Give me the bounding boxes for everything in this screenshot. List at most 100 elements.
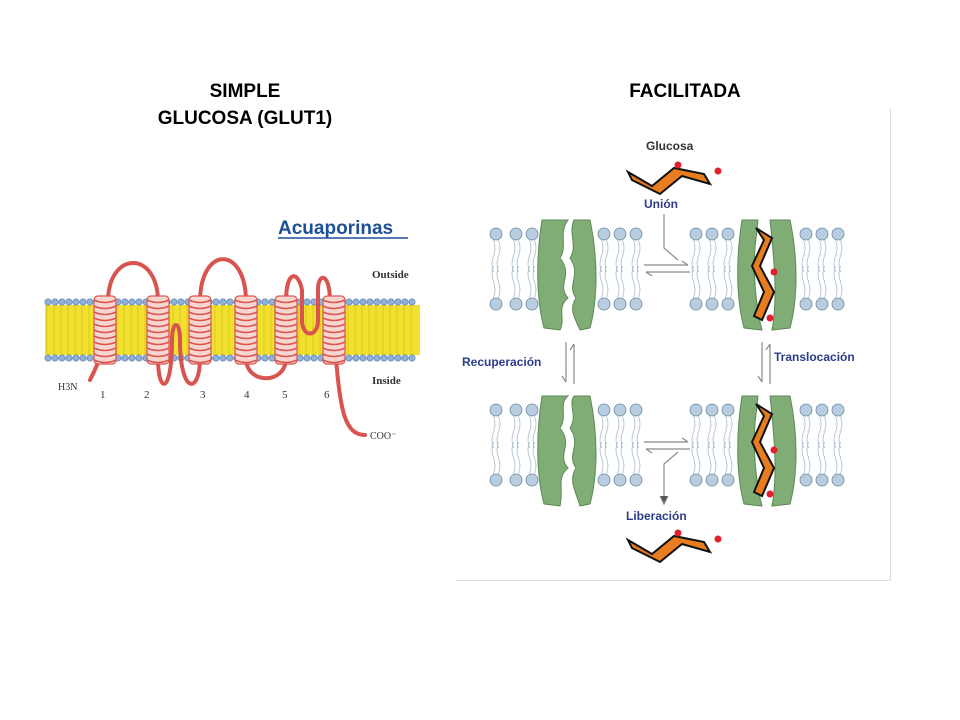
lipid-head-inner — [219, 354, 227, 362]
lipid-head-outer — [51, 298, 59, 306]
lipid-head-outer — [261, 298, 269, 306]
glucose-bound — [750, 227, 776, 322]
glucose-bound-oh — [766, 314, 774, 322]
glucose-label: Glucosa — [646, 139, 694, 153]
lipid-head-inner — [310, 354, 318, 362]
loop-3-4 — [198, 257, 248, 304]
glucose-translocated-oh — [766, 490, 774, 498]
aquaporin-diagram: Acuaporinas Outside Inside H3N COO⁻ 1 2 … — [40, 210, 438, 460]
transport-cycle-svg: Glucosa Unión Recuperación Translocación… — [462, 139, 855, 564]
lipid-head-inner — [303, 354, 311, 362]
loop-5-6 — [284, 274, 332, 336]
transporter-open-in-left — [537, 395, 570, 507]
transporters — [537, 219, 797, 507]
lipid-head-inner — [79, 354, 87, 362]
lipid-head-outer — [401, 298, 409, 306]
bilayer-segment — [597, 227, 643, 311]
lipid-head-outer — [345, 298, 353, 306]
lipid-head-inner — [268, 354, 276, 362]
helix-number-1: 1 — [100, 389, 106, 401]
lipid-head-inner — [44, 354, 52, 362]
helix-5 — [274, 295, 298, 365]
bottom-reverse-arrow — [645, 448, 690, 454]
lipid-head-inner — [261, 354, 269, 362]
left-down-arrow — [561, 342, 567, 383]
title-facilitada: FACILITADA — [629, 81, 741, 102]
lipid-head-outer — [408, 298, 416, 306]
lipid-head-inner — [65, 354, 73, 362]
binding-label: Unión — [644, 197, 678, 211]
title-simple: SIMPLE — [209, 81, 281, 102]
bilayer-segment — [489, 227, 539, 311]
lipid-head-outer — [121, 298, 129, 306]
glucose-translocated — [750, 403, 776, 498]
transporter-bound-right — [769, 219, 797, 331]
lipid-head-outer — [268, 298, 276, 306]
lipid-head-outer — [219, 298, 227, 306]
lipid-head-outer — [212, 298, 220, 306]
right-panel-title: FACILITADA — [560, 78, 810, 105]
helix-numbers: 1 2 3 4 5 6 — [100, 389, 330, 401]
glucose-translocated-oxygen — [770, 446, 778, 454]
release-arrowhead — [659, 495, 669, 506]
helix-number-4: 4 — [244, 389, 250, 401]
cycle-labels: Glucosa Unión Recuperación Translocación… — [462, 139, 855, 523]
bilayer-segment — [689, 403, 735, 487]
helix-3 — [188, 295, 212, 365]
lipid-head-outer — [394, 298, 402, 306]
bottom-forward-arrow — [644, 437, 689, 443]
helix-number-2: 2 — [144, 389, 150, 401]
lipid-head-inner — [352, 354, 360, 362]
lipid-head-inner — [380, 354, 388, 362]
transporter-open-in-right — [569, 395, 597, 507]
glucose-released-oh — [714, 535, 722, 543]
lipid-head-inner — [72, 354, 80, 362]
top-forward-arrow — [644, 260, 689, 266]
aquaporin-svg: Acuaporinas Outside Inside H3N COO⁻ 1 2 … — [44, 218, 420, 442]
lipid-head-inner — [408, 354, 416, 362]
lipid-head-inner — [401, 354, 409, 362]
loop-4-5 — [244, 356, 288, 381]
transporter-occluded-left — [737, 395, 763, 507]
lipid-head-outer — [352, 298, 360, 306]
bilayer-segment — [799, 403, 845, 487]
release-label: Liberación — [626, 509, 687, 523]
lipid-head-outer — [72, 298, 80, 306]
lipid-head-outer — [373, 298, 381, 306]
aquaporin-title: Acuaporinas — [278, 218, 393, 239]
glucose-released-oxygen — [674, 529, 682, 537]
lipid-head-outer — [135, 298, 143, 306]
lipid-head-inner — [359, 354, 367, 362]
lipid-head-outer — [170, 298, 178, 306]
lipid-head-outer — [65, 298, 73, 306]
lipid-head-inner — [212, 354, 220, 362]
inside-label: Inside — [372, 375, 401, 387]
helix-number-3: 3 — [200, 389, 206, 401]
lipid-head-outer — [380, 298, 388, 306]
glucose-top — [625, 166, 713, 196]
recovery-label: Recuperación — [462, 355, 541, 369]
top-reverse-arrow — [645, 271, 690, 277]
helix-2 — [146, 295, 170, 365]
bilayer-segment — [689, 227, 735, 311]
lipid-head-outer — [303, 298, 311, 306]
lipid-head-inner — [121, 354, 129, 362]
lipid-head-outer — [359, 298, 367, 306]
transport-cycle-diagram: Glucosa Unión Recuperación Translocación… — [456, 108, 891, 581]
lipid-head-outer — [177, 298, 185, 306]
lipid-head-outer — [79, 298, 87, 306]
c-terminus-label: COO⁻ — [370, 431, 396, 442]
lipid-head-inner — [373, 354, 381, 362]
lipid-head-outer — [86, 298, 94, 306]
helix-6 — [322, 295, 346, 365]
right-down-arrow — [757, 342, 763, 383]
lipid-head-inner — [58, 354, 66, 362]
cycle-arrows — [561, 214, 771, 506]
lipid-head-outer — [366, 298, 374, 306]
release-arrow — [663, 451, 679, 502]
bilayer-segment — [597, 403, 643, 487]
glucose-molecules — [625, 161, 778, 564]
binding-arrow — [663, 214, 679, 261]
lipid-head-inner — [394, 354, 402, 362]
helix-number-6: 6 — [324, 389, 330, 401]
